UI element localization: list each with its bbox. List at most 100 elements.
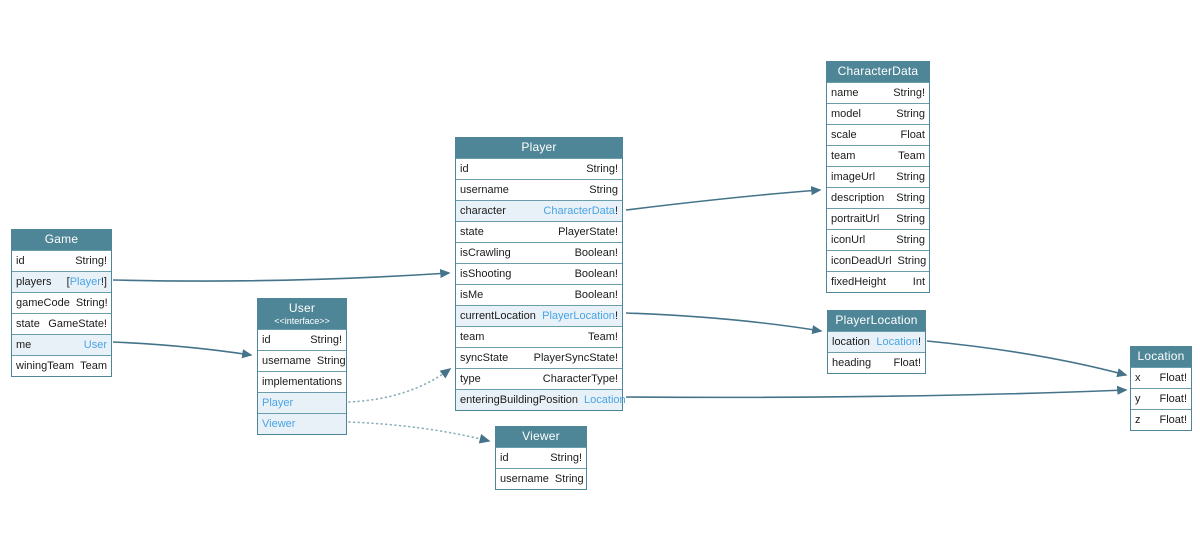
field-type: Boolean! — [569, 268, 618, 280]
type-link[interactable]: Player — [69, 276, 101, 288]
scalar-type: String — [896, 108, 925, 120]
field-type: String! — [544, 452, 582, 464]
field-name: id — [460, 163, 469, 175]
field-name: fixedHeight — [831, 276, 887, 288]
field-row-player[interactable]: Player — [258, 392, 346, 413]
field-row-implementations[interactable]: implementations — [258, 371, 346, 392]
type-node-header-character-data[interactable]: CharacterData — [827, 62, 929, 82]
field-type: String! — [887, 87, 925, 99]
field-row-fixedheight[interactable]: fixedHeight Int — [827, 271, 929, 292]
field-name: name — [831, 87, 859, 99]
type-link[interactable]: User — [83, 339, 107, 351]
field-name: heading — [832, 357, 872, 369]
scalar-type: Float! — [893, 357, 921, 369]
type-node-header-player[interactable]: Player — [456, 138, 622, 158]
field-type: Team — [892, 150, 925, 162]
field-name: model — [831, 108, 861, 120]
type-link[interactable]: CharacterData — [543, 205, 615, 217]
field-type: Location — [578, 394, 626, 406]
edge-user-player-player — [348, 368, 452, 403]
field-name: iconUrl — [831, 234, 866, 246]
field-type: PlayerLocation! — [536, 310, 618, 322]
type-link[interactable]: PlayerLocation — [542, 310, 615, 322]
field-name: id — [16, 255, 25, 267]
scalar-type: Team — [898, 150, 925, 162]
edge-player-character-characterdata — [625, 186, 822, 211]
type-link[interactable]: Player — [262, 397, 294, 409]
field-row-model[interactable]: model String — [827, 103, 929, 124]
field-type: Float! — [1153, 414, 1187, 426]
scalar-type: String — [896, 192, 925, 204]
field-row-players[interactable]: players[Player!] — [12, 271, 111, 292]
field-type: User — [78, 339, 107, 351]
type-node-header-player-location[interactable]: PlayerLocation — [828, 311, 925, 331]
type-link[interactable]: Location — [876, 336, 918, 348]
edge-player-enteringbuildingposition-location — [625, 385, 1128, 399]
field-name: state — [16, 318, 40, 330]
type-node-header-viewer[interactable]: Viewer — [496, 427, 586, 447]
field-type: Float — [895, 129, 925, 141]
field-type: String! — [70, 297, 108, 309]
field-row-heading[interactable]: heading Float! — [828, 352, 925, 373]
field-row-name[interactable]: name String! — [827, 82, 929, 103]
edge-player-currentlocation-playerlocation — [625, 312, 823, 335]
field-type: String — [892, 255, 927, 267]
type-node-header-user[interactable]: User<<interface>> — [258, 299, 346, 329]
type-link[interactable]: Viewer — [262, 418, 296, 430]
field-type: Location! — [870, 336, 921, 348]
field-name: username — [262, 355, 311, 367]
type-title: Location — [1137, 349, 1185, 364]
field-row-viewer[interactable]: Viewer — [258, 413, 346, 434]
field-name: type — [460, 373, 481, 385]
scalar-type: String! — [586, 163, 618, 175]
type-title: Player — [521, 140, 557, 155]
type-node-header-game[interactable]: Game — [12, 230, 111, 250]
type-node-header-location[interactable]: Location — [1131, 347, 1191, 367]
scalar-type: String — [897, 255, 927, 267]
field-name: x — [1135, 372, 1141, 384]
scalar-type: String! — [310, 334, 342, 346]
scalar-type: Int — [912, 276, 925, 288]
type-link[interactable]: Location — [584, 394, 626, 406]
field-row-id[interactable]: id String! — [456, 158, 622, 179]
